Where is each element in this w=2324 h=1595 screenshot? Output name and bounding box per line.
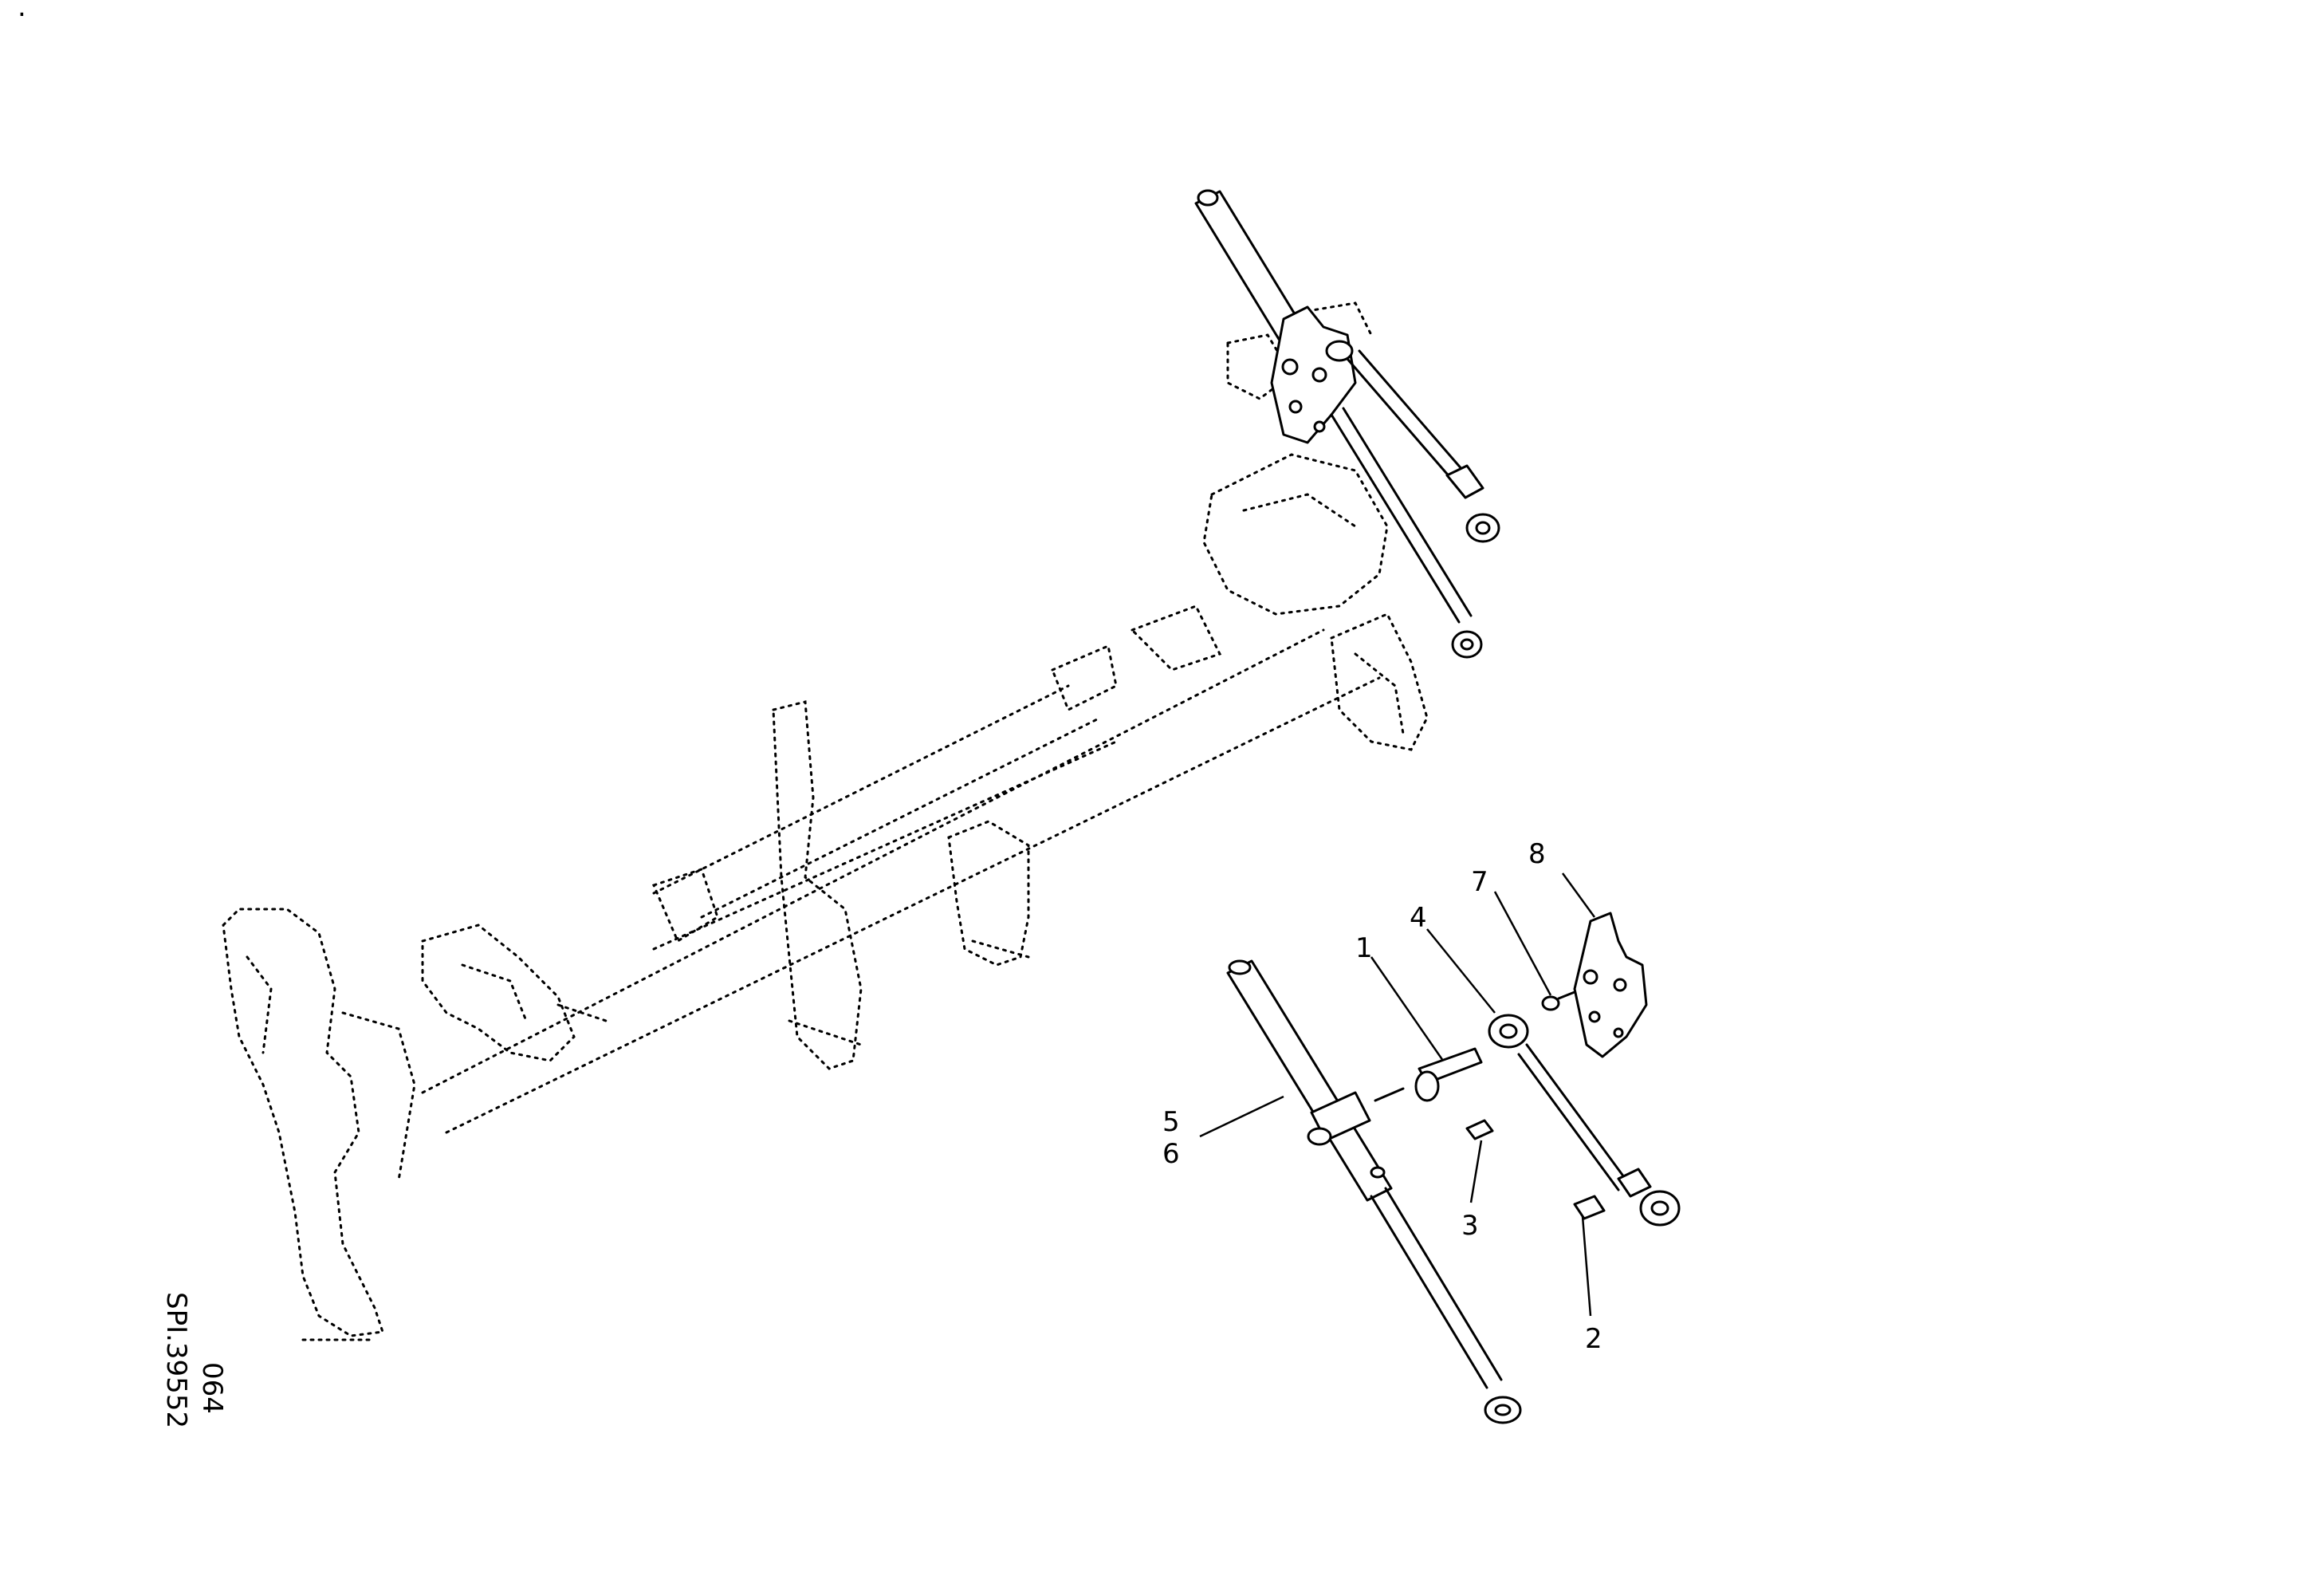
- callout-2: 2: [1585, 1323, 1602, 1355]
- leader-lines: [1199, 872, 1596, 1317]
- cylinder-body-part: [1226, 959, 1522, 1424]
- nut-part-2: [1573, 1195, 1606, 1220]
- phantom-frame: [222, 301, 1429, 1341]
- callout-5: 5: [1162, 1106, 1180, 1138]
- reference-line-1: SPI.39552: [160, 1292, 192, 1428]
- reference-code: SPI.39552 064: [160, 1292, 228, 1428]
- bracket-plate-part: [1573, 912, 1648, 1058]
- washer-part: [1541, 995, 1560, 1011]
- rod-eye-part: [1488, 1014, 1681, 1227]
- corner-mark: .: [18, 0, 26, 23]
- exploded-parts: [1226, 912, 1681, 1424]
- callout-labels: 1 2 3 4 5 6 7 8: [1162, 838, 1602, 1355]
- callout-6: 6: [1162, 1138, 1180, 1170]
- callout-3: 3: [1461, 1210, 1479, 1242]
- nut-part-3: [1465, 1119, 1494, 1140]
- pin-part: [1374, 1047, 1483, 1102]
- callout-7: 7: [1471, 866, 1488, 898]
- callout-8: 8: [1528, 838, 1546, 870]
- callout-4: 4: [1410, 902, 1427, 934]
- reference-line-2: 064: [196, 1362, 228, 1414]
- callout-1: 1: [1355, 932, 1373, 964]
- installed-cylinder-assembly: [1194, 189, 1500, 659]
